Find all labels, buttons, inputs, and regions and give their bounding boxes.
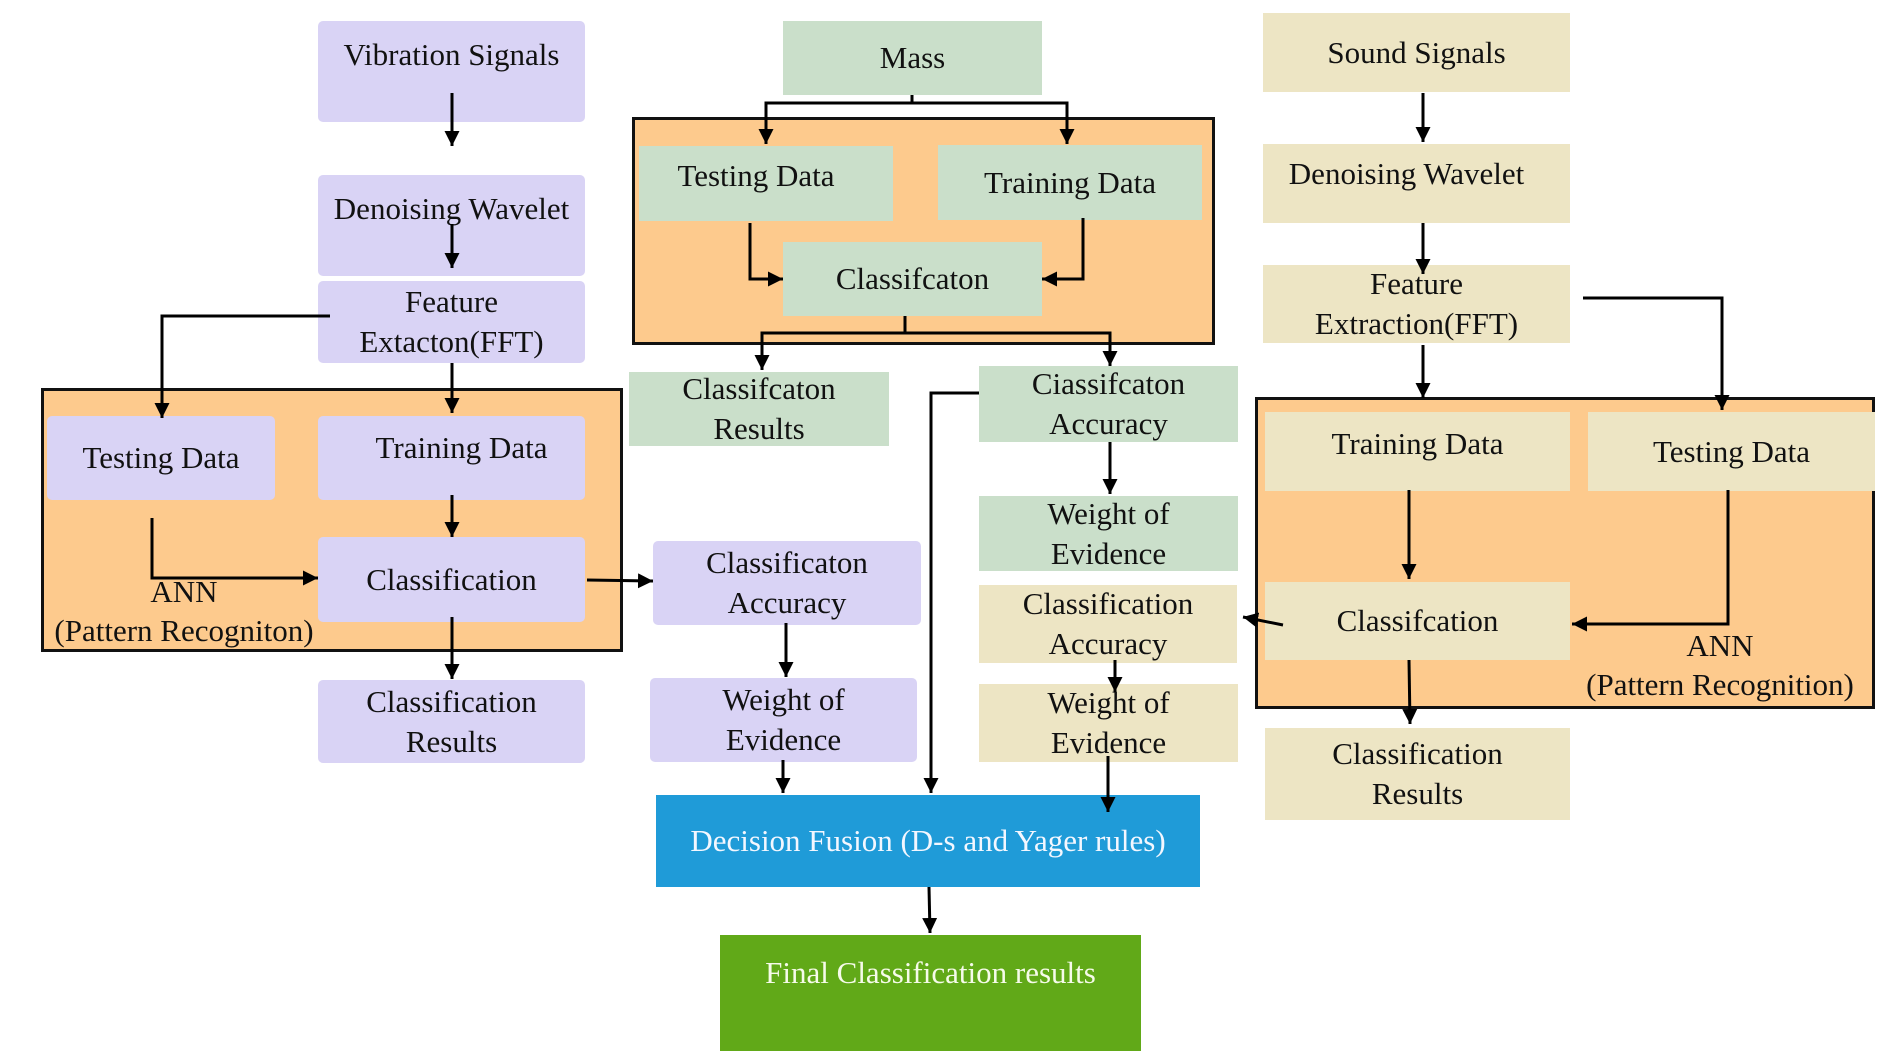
mass-classification-label: Classifcaton xyxy=(835,261,990,296)
vibration-denoising-node: Denoising Wavelet xyxy=(318,175,585,276)
arrow-sound-feature-to-testing xyxy=(1583,296,1730,410)
vibration-feature-node: Feature Extacton(FFT) xyxy=(318,281,585,363)
vibration-training-node: Training Data xyxy=(318,416,585,500)
vibration-weight-node: Weight of Evidence xyxy=(650,678,917,762)
sound-results-line2: Results xyxy=(1371,776,1464,811)
vibration-denoising-label: Denoising Wavelet xyxy=(333,191,570,226)
vibration-classification-label: Classification xyxy=(366,561,537,597)
final-results-node: Final Classification results xyxy=(720,935,1141,1051)
sound-denoising-label: Denoising Wavelet xyxy=(1288,156,1525,191)
sound-denoising-node: Denoising Wavelet xyxy=(1263,144,1570,223)
sound-results-line1: Classification xyxy=(1332,736,1503,771)
sound-signals-label: Sound Signals xyxy=(1327,34,1506,70)
mass-label: Mass xyxy=(879,40,946,75)
sound-feature-line2: Extraction(FFT) xyxy=(1314,306,1519,341)
vibration-results-line1: Classification xyxy=(366,683,537,719)
sound-accuracy-line1: Classification xyxy=(1022,586,1194,621)
vibration-accuracy-line2: Accuracy xyxy=(727,585,847,620)
sound-weight-line1: Weight of xyxy=(1047,685,1170,720)
sound-testing-node: Testing Data xyxy=(1588,412,1875,491)
mass-results-line1: Classifcaton xyxy=(682,371,836,406)
decision-fusion-node: Decision Fusion (D-s and Yager rules) xyxy=(656,795,1200,887)
mass-accuracy-node: Ciassifcaton Accuracy xyxy=(979,366,1238,442)
sound-accuracy-node: Classification Accuracy xyxy=(979,585,1237,663)
sound-classification-label: Classifcation xyxy=(1336,603,1499,638)
mass-training-node: Training Data xyxy=(938,145,1202,220)
mass-accuracy-line2: Accuracy xyxy=(1049,406,1168,441)
vibration-testing-label: Testing Data xyxy=(82,440,240,475)
sound-results-node: Classification Results xyxy=(1265,728,1570,820)
vibration-feature-line2: Extacton(FFT) xyxy=(359,324,544,359)
sound-signals-node: Sound Signals xyxy=(1263,13,1570,92)
mass-results-line2: Results xyxy=(713,411,805,446)
sound-weight-node: Weight of Evidence xyxy=(979,684,1238,762)
arrow-fusion-to-final xyxy=(922,886,938,934)
mass-testing-node: Testing Data xyxy=(639,146,893,221)
decision-fusion-label: Decision Fusion (D-s and Yager rules) xyxy=(690,823,1166,858)
arrow-mass-accuracy-to-fusion xyxy=(923,391,979,793)
vibration-ann-line2: (Pattern Recogniton) xyxy=(54,613,314,648)
mass-weight-line1: Weight of xyxy=(1047,495,1170,531)
vibration-feature-line1: Feature xyxy=(405,284,498,319)
vibration-ann-label: ANN (Pattern Recogniton) xyxy=(44,572,324,650)
mass-weight-node: Weight of Evidence xyxy=(979,496,1238,571)
sound-training-node: Training Data xyxy=(1265,412,1570,491)
sound-feature-node: Feature Extraction(FFT) xyxy=(1263,265,1570,343)
mass-testing-label: Testing Data xyxy=(677,158,835,193)
sound-feature-line1: Feature xyxy=(1370,266,1463,301)
vibration-accuracy-node: Classificaton Accuracy xyxy=(653,541,921,625)
sound-accuracy-line2: Accuracy xyxy=(1048,626,1168,661)
sound-ann-line2: (Pattern Recognition) xyxy=(1586,667,1854,702)
mass-weight-line2: Evidence xyxy=(1050,535,1167,571)
mass-results-node: Classifcaton Results xyxy=(629,371,889,446)
sound-weight-line2: Evidence xyxy=(1050,725,1167,760)
sound-ann-label: ANN (Pattern Recognition) xyxy=(1570,626,1870,704)
mass-node: Mass xyxy=(783,21,1042,95)
mass-training-label: Training Data xyxy=(984,164,1156,200)
mass-classification-node: Classifcaton xyxy=(783,242,1042,316)
vibration-signals-label: Vibration Signals xyxy=(343,37,560,72)
vibration-results-node: Classification Results xyxy=(318,680,585,763)
vibration-weight-line1: Weight of xyxy=(722,682,845,717)
final-results-label: Final Classification results xyxy=(765,955,1096,990)
vibration-signals-node: Vibration Signals xyxy=(318,21,585,122)
vibration-accuracy-line1: Classificaton xyxy=(706,545,868,580)
vibration-results-line2: Results xyxy=(405,723,498,759)
sound-testing-label: Testing Data xyxy=(1652,433,1811,469)
vibration-testing-node: Testing Data xyxy=(47,416,275,500)
vibration-ann-line1: ANN xyxy=(150,574,218,609)
sound-ann-line1: ANN xyxy=(1686,628,1754,663)
sound-training-label: Training Data xyxy=(1331,426,1504,461)
vibration-training-label: Training Data xyxy=(375,430,548,465)
vibration-classification-node: Classification xyxy=(318,537,585,622)
sound-classification-node: Classifcation xyxy=(1265,582,1570,660)
vibration-weight-line2: Evidence xyxy=(725,722,842,757)
mass-accuracy-line1: Ciassifcaton xyxy=(1031,366,1186,401)
